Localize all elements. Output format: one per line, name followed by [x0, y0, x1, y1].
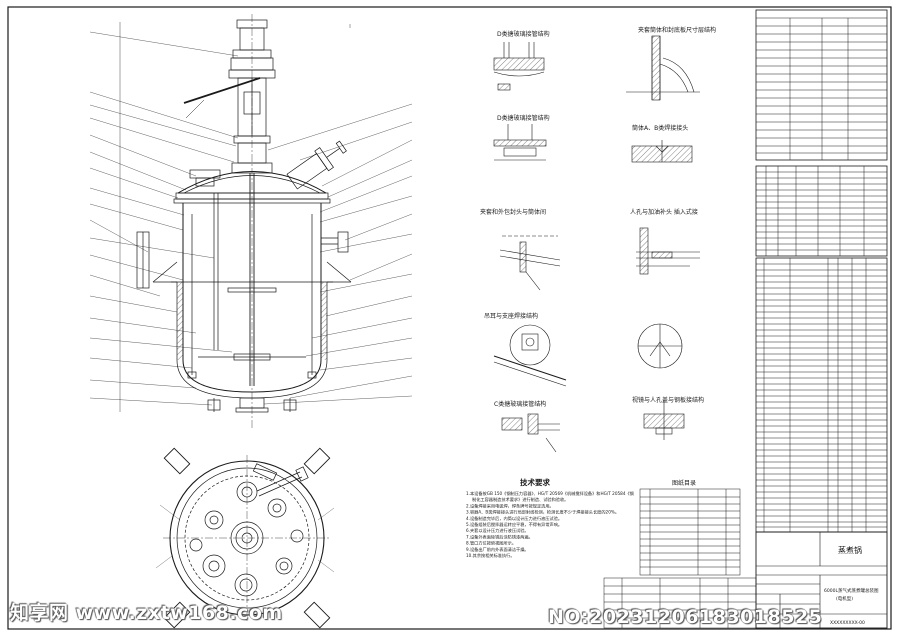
equipment-name: 蒸煮锅	[838, 545, 862, 555]
reactor-elevation-view	[89, 14, 413, 430]
tech-requirement-line: 3.容器A、B类焊接接头进行局部射线检测，检测长度不少于焊接接头长度的20%。	[466, 509, 619, 516]
tech-requirement-line: 4.设备制造完毕后，内筒以设计压力进行液压试验。	[466, 515, 562, 522]
tech-requirements-text: 1.本设备按GB 150《钢制压力容器》、HG/T 20569《机械搅拌设备》和…	[466, 490, 634, 559]
nozzle-table	[755, 165, 888, 257]
drawing-list-title: 图纸目录	[672, 479, 696, 487]
drawing-title: 6000L蒸气式蒸煮罐总装图	[824, 587, 879, 594]
number-watermark: NO:20231206183018525	[548, 606, 823, 628]
tech-requirement-line: 7.设备外表面除锈后涂防锈漆两遍。	[466, 533, 533, 540]
detail-d-label: 筒体A、B类焊接接头	[632, 124, 688, 132]
detail-g-label: 吊耳与支座焊接结构	[484, 312, 538, 320]
tech-requirement-line: 6.夹套以设计压力进行液压试验。	[466, 527, 529, 534]
tech-requirement-line: 10.其余按相关标准执行。	[466, 552, 515, 559]
tech-requirements-title: 技术要求	[520, 477, 550, 487]
detail-f-label: 人孔与加油补头 插入式接	[630, 208, 698, 216]
detail-b-label: D类搪玻璃接管结构	[497, 114, 550, 122]
site-watermark: 知享网 www.zxtw168.com	[10, 602, 283, 624]
detail-i-label: 视镜与人孔盖与钢板接结构	[632, 396, 704, 404]
tech-requirement-line: 9.设备出厂前内外表面清洁干燥。	[466, 546, 529, 553]
tech-requirement-line: 2.设备焊接采用电弧焊，焊条牌号按规定选用。	[466, 502, 554, 509]
drawing-border	[7, 6, 892, 630]
tech-requirement-line: 制化工容器制造技术要求》进行制造、试验和验收。	[472, 496, 568, 503]
title-block	[755, 531, 888, 629]
tech-requirement-line: 5.设备组装后搅拌器运转应平稳，不得有异常声响。	[466, 521, 562, 528]
parts-list-table	[755, 257, 888, 533]
detail-e-label: 夹套和外包封头与筒体间	[480, 208, 546, 216]
detail-h-label: C类搪玻璃接管结构	[494, 400, 546, 408]
detail-c-label: 夹套筒体和封底板尺寸层结构	[638, 26, 716, 34]
tech-requirement-line: 1.本设备按GB 150《钢制压力容器》、HG/T 20569《机械搅拌设备》和…	[466, 490, 634, 497]
detail-sketches	[493, 35, 700, 453]
drawing-subtitle: (电机型)	[836, 595, 853, 602]
drawing-number: XXXXXXXXX-00	[830, 620, 865, 626]
design-data-table	[755, 9, 888, 161]
detail-a-label: D类搪玻璃接管结构	[497, 30, 550, 38]
tech-requirement-line: 8.管口方位按俯视图所示。	[466, 540, 516, 547]
drawing-list-table	[639, 488, 741, 576]
reactor-plan-view	[155, 447, 335, 629]
revision-table	[603, 577, 757, 629]
